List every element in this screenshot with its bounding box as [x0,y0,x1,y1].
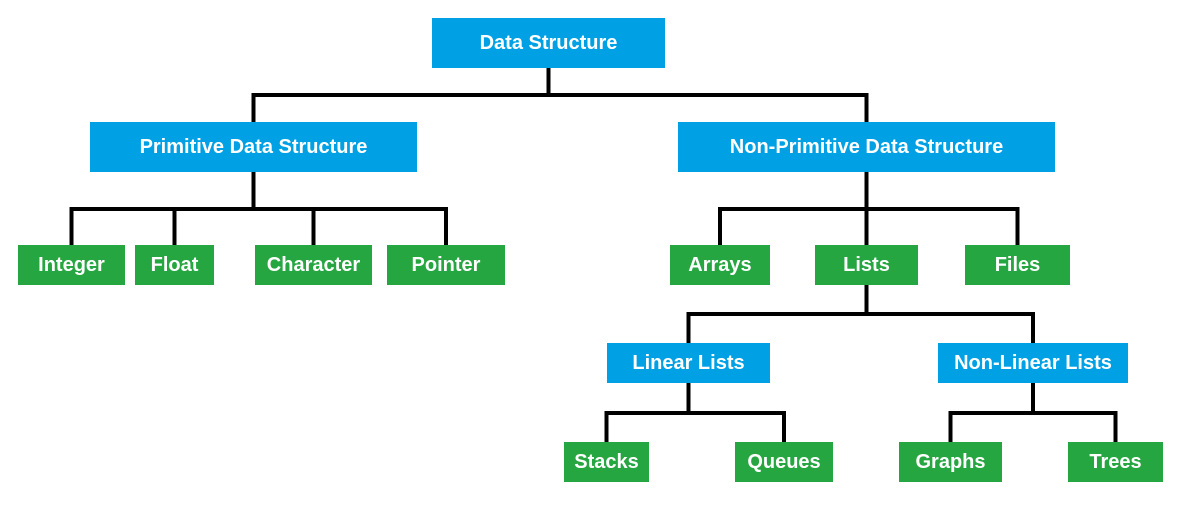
node-data-structure: Data Structure [432,18,665,68]
node-graphs: Graphs [899,442,1002,482]
connector-data-structure [251,66,869,124]
node-integer: Integer [18,245,125,285]
connector-non-linear-lists [948,381,1118,444]
connector-non-primitive [718,170,1020,247]
node-primitive: Primitive Data Structure [90,122,417,172]
node-pointer: Pointer [387,245,505,285]
connector-primitive [69,170,448,247]
connector-linear-lists [604,381,786,444]
node-non-primitive: Non-Primitive Data Structure [678,122,1055,172]
node-float: Float [135,245,214,285]
node-linear-lists: Linear Lists [607,343,770,383]
node-files: Files [965,245,1070,285]
node-lists: Lists [815,245,918,285]
node-character: Character [255,245,372,285]
node-stacks: Stacks [564,442,649,482]
node-trees: Trees [1068,442,1163,482]
node-non-linear-lists: Non-Linear Lists [938,343,1128,383]
connector-lists [686,283,1035,345]
node-queues: Queues [735,442,833,482]
node-arrays: Arrays [670,245,770,285]
